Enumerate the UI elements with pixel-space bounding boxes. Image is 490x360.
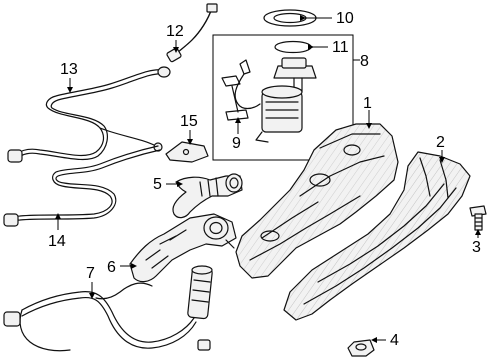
callout-1: 1: [363, 95, 372, 112]
leader-lines: [55, 15, 481, 343]
callout-labels: 1 2 3 4 5 6 7 8 9 10 11 12 13 14 15: [48, 10, 481, 349]
callout-2: 2: [436, 134, 445, 151]
callout-11: 11: [332, 39, 349, 56]
o-ring-part: [274, 40, 312, 54]
callout-7: 7: [86, 265, 95, 282]
vapor-line-part: [7, 66, 171, 163]
filler-hose-part: [172, 173, 243, 219]
callout-5: 5: [153, 176, 162, 193]
callout-6: 6: [107, 259, 116, 276]
callout-10: 10: [336, 10, 354, 27]
fuel-pump-module-box: [212, 34, 354, 161]
callout-8: 8: [360, 53, 369, 70]
bracket-part: [165, 141, 209, 163]
callout-9: 9: [232, 135, 241, 152]
fuel-tank-part: [235, 123, 399, 279]
fuel-pump-module-part: [234, 57, 317, 143]
callout-3: 3: [472, 239, 481, 256]
fuel-line-part: [3, 145, 161, 227]
callout-12: 12: [166, 23, 184, 40]
callout-13: 13: [60, 61, 78, 78]
tank-shield-part: [283, 151, 471, 321]
filler-housing-part: [129, 213, 237, 283]
bolt-part: [469, 205, 487, 231]
callout-15: 15: [180, 113, 198, 130]
fuel-level-sender-part: [221, 75, 249, 121]
callout-14: 14: [48, 233, 66, 250]
vent-line-assembly-part: [3, 265, 213, 352]
callout-4: 4: [390, 332, 399, 349]
nut-part: [347, 339, 375, 357]
